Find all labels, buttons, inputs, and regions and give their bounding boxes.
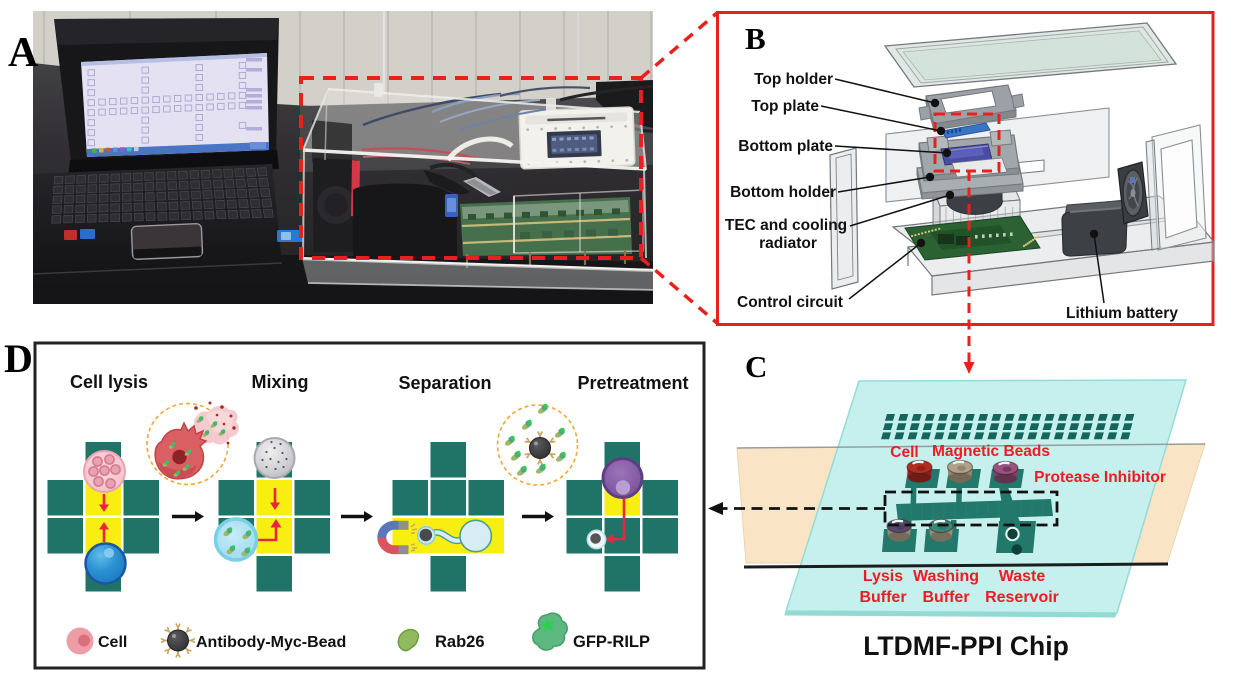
svg-text:Separation: Separation bbox=[398, 373, 491, 393]
svg-text:Top holder: Top holder bbox=[754, 71, 833, 88]
svg-text:Washing: Washing bbox=[913, 568, 979, 585]
svg-text:Buffer: Buffer bbox=[922, 589, 969, 606]
svg-text:Cell lysis: Cell lysis bbox=[70, 372, 148, 392]
svg-text:Cell: Cell bbox=[890, 444, 918, 461]
svg-text:Mixing: Mixing bbox=[252, 372, 309, 392]
svg-text:TEC and cooling: TEC and cooling bbox=[725, 217, 847, 234]
svg-text:D: D bbox=[4, 336, 33, 381]
svg-text:Bottom plate: Bottom plate bbox=[738, 138, 833, 155]
svg-text:Pretreatment: Pretreatment bbox=[577, 373, 688, 393]
svg-text:Cell: Cell bbox=[98, 634, 127, 651]
svg-text:radiator: radiator bbox=[759, 235, 817, 252]
svg-text:Waste: Waste bbox=[999, 568, 1046, 585]
svg-text:GFP-RILP: GFP-RILP bbox=[573, 633, 650, 651]
svg-text:Control circuit: Control circuit bbox=[737, 294, 843, 311]
svg-text:Rab26: Rab26 bbox=[435, 633, 485, 651]
svg-text:Bottom holder: Bottom holder bbox=[730, 184, 836, 201]
svg-text:Lysis: Lysis bbox=[863, 568, 903, 585]
svg-text:A: A bbox=[8, 30, 39, 76]
svg-text:C: C bbox=[745, 349, 767, 384]
svg-text:B: B bbox=[745, 21, 766, 56]
svg-text:Protease Inhibitor: Protease Inhibitor bbox=[1034, 469, 1166, 486]
svg-text:Reservoir: Reservoir bbox=[985, 589, 1059, 606]
svg-text:LTDMF-PPI Chip: LTDMF-PPI Chip bbox=[863, 631, 1069, 661]
svg-text:Lithium battery: Lithium battery bbox=[1066, 305, 1178, 322]
svg-text:Magnetic Beads: Magnetic Beads bbox=[932, 443, 1050, 460]
svg-text:Antibody-Myc-Bead: Antibody-Myc-Bead bbox=[196, 634, 346, 651]
svg-text:Top plate: Top plate bbox=[751, 98, 819, 115]
svg-text:Buffer: Buffer bbox=[859, 589, 906, 606]
